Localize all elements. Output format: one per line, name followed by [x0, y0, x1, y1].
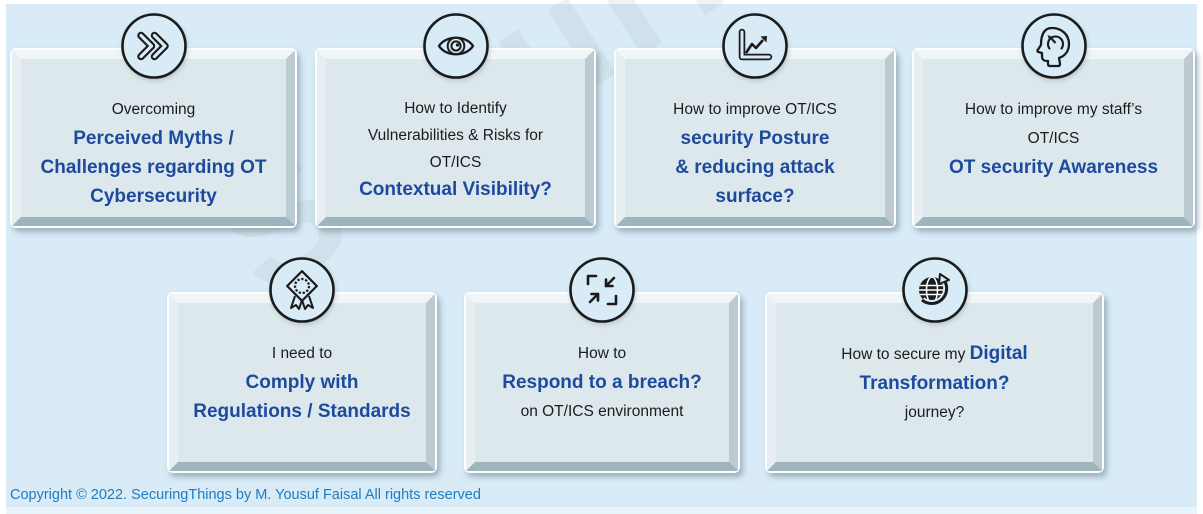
- card-text-line: Perceived Myths /: [73, 128, 234, 149]
- card-text-line: Challenges regarding OT: [40, 157, 267, 178]
- awareness-head-icon: [1019, 11, 1089, 81]
- card-security-posture: How to improve OT/ICS security Posture &…: [614, 13, 896, 228]
- globe-transform-icon: [900, 255, 970, 325]
- card-text-line: Regulations / Standards: [193, 401, 411, 422]
- converge-arrows-icon: [567, 255, 637, 325]
- card-text-line: I need to: [271, 345, 333, 362]
- card-text-line: How to: [577, 345, 627, 362]
- bottom-strip: [6, 507, 1197, 514]
- card-text-line: How to improve my staff’s: [964, 101, 1143, 118]
- card-security-awareness: How to improve my staff’s OT/ICS OT secu…: [912, 13, 1195, 228]
- eye-icon: [421, 11, 491, 81]
- card-respond-breach: How to Respond to a breach? on OT/ICS en…: [464, 257, 740, 473]
- card-text-line: & reducing attack: [675, 157, 835, 178]
- card-text-line: OT/ICS: [1027, 130, 1080, 147]
- card-text-segment: Digital: [969, 343, 1028, 364]
- card-text-line: OT/ICS: [429, 154, 482, 171]
- card-text-line: Overcoming: [111, 101, 196, 118]
- certification-ribbon-icon: [267, 255, 337, 325]
- card-text-line: security Posture: [680, 128, 830, 149]
- card-comply-regulations: I need to Comply with Regulations / Stan…: [167, 257, 437, 473]
- card-text-line: on OT/ICS environment: [520, 403, 684, 420]
- card-text-line: Cybersecurity: [90, 186, 217, 207]
- card-text-line: surface?: [715, 186, 795, 207]
- fast-forward-icon: [119, 11, 189, 81]
- card-contextual-visibility: How to Identify Vulnerabilities & Risks …: [315, 13, 596, 228]
- card-text-segment: How to secure my: [841, 346, 970, 363]
- card-text-line: journey?: [904, 404, 965, 421]
- card-text-line: Comply with: [245, 372, 359, 393]
- card-digital-transformation: How to secure my Digital Transformation?…: [765, 257, 1104, 473]
- copyright-text: Copyright © 2022. SecuringThings by M. Y…: [10, 487, 481, 503]
- card-text-line: Contextual Visibility?: [359, 179, 552, 200]
- card-text-line: Transformation?: [859, 373, 1010, 394]
- card-text-line: Respond to a breach?: [502, 372, 702, 393]
- card-text-line: How to improve OT/ICS: [673, 101, 837, 118]
- card-perceived-myths: Overcoming Perceived Myths / Challenges …: [10, 13, 297, 228]
- card-text-line: Vulnerabilities & Risks for: [367, 127, 544, 144]
- card-text-line: How to secure my Digital: [776, 339, 1093, 369]
- growth-chart-icon: [720, 11, 790, 81]
- card-text-line: How to Identify: [404, 100, 507, 117]
- card-text-line: OT security Awareness: [948, 157, 1159, 178]
